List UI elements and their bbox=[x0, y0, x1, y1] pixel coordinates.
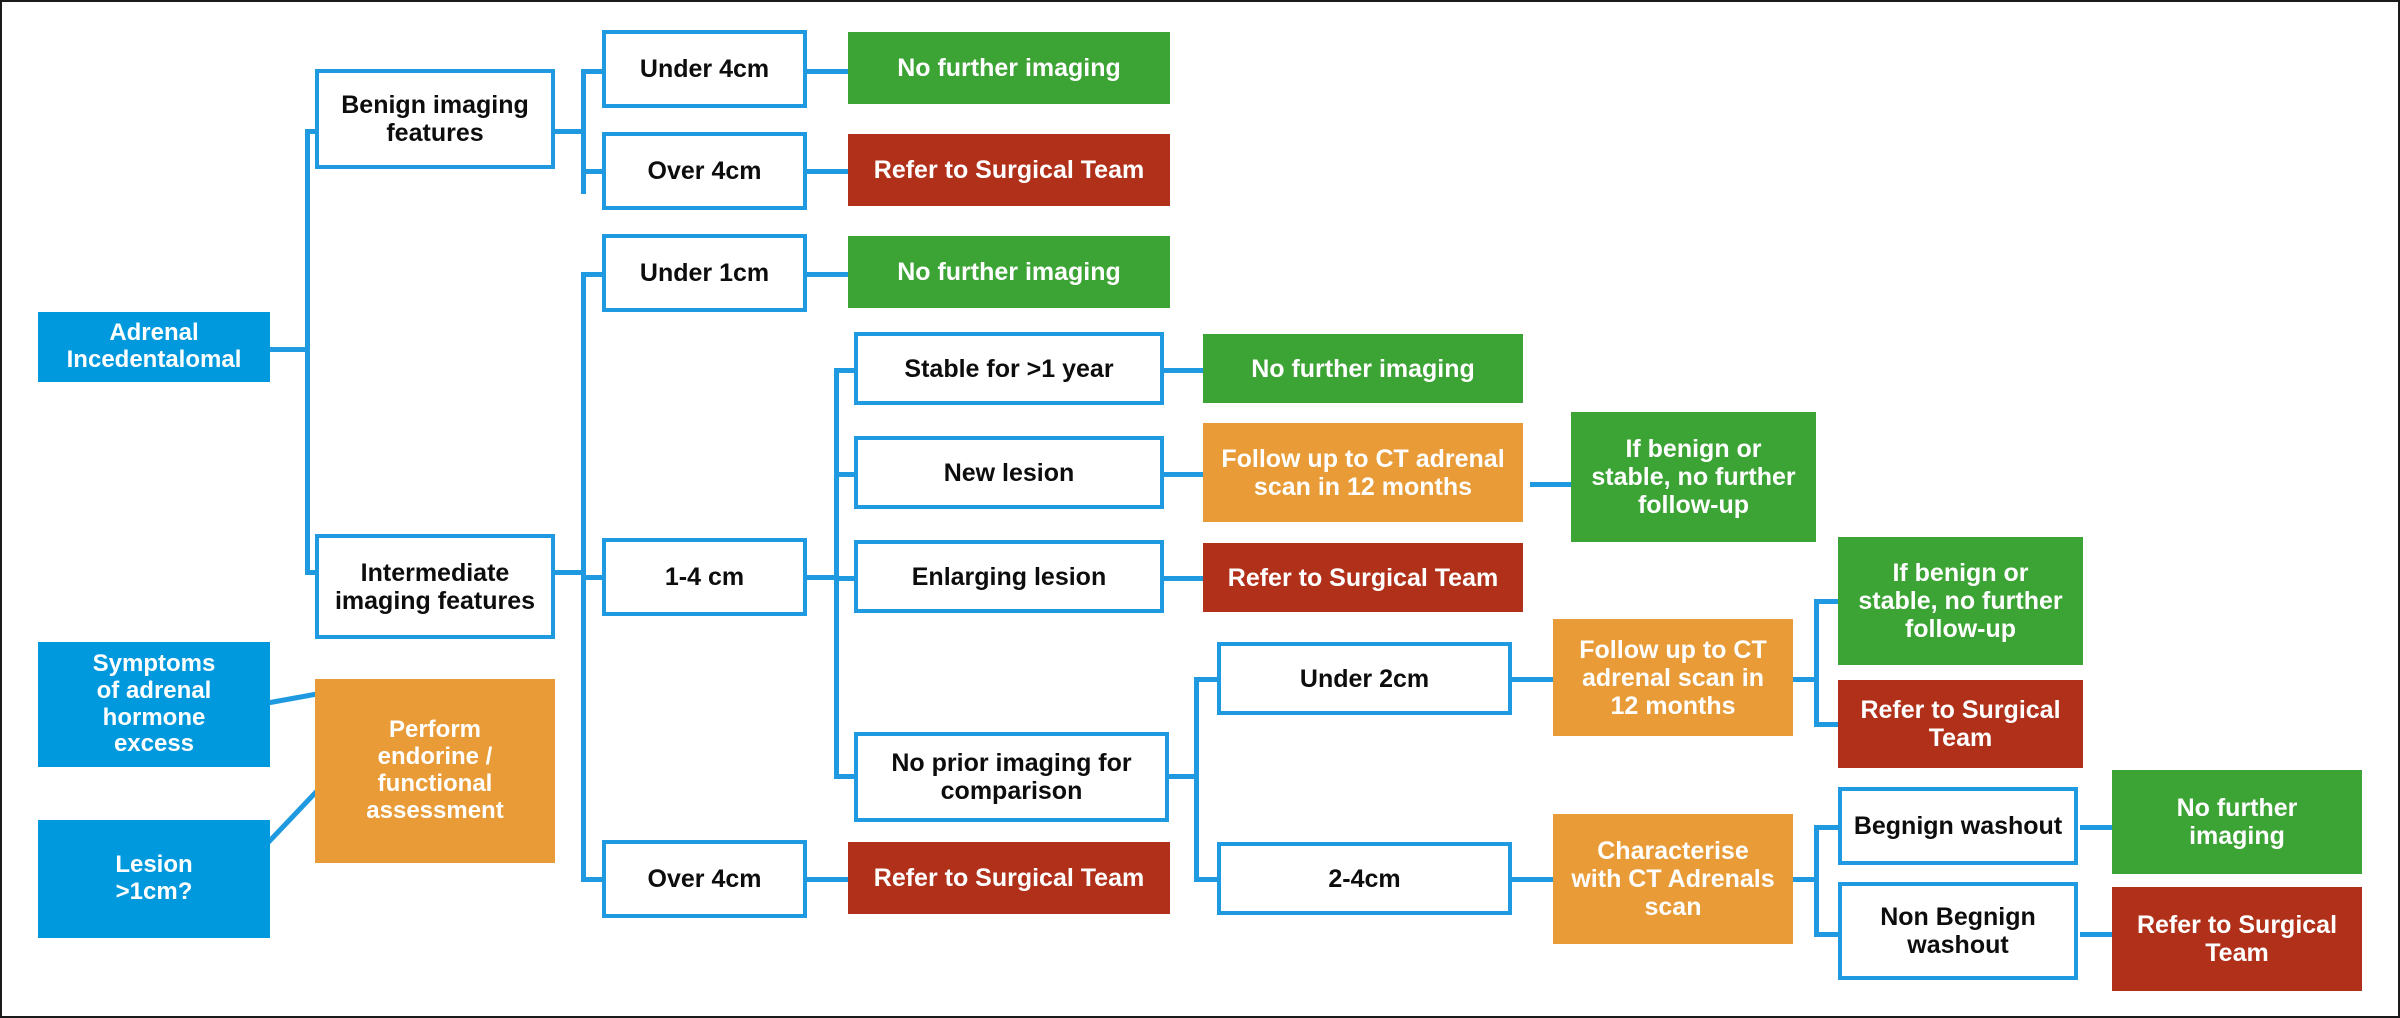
connector-followup2-trunk bbox=[1814, 599, 1819, 727]
connector-benign-under4 bbox=[581, 69, 607, 74]
node-symptoms-adrenal-hormone-excess[interactable]: Symptoms of adrenal hormone excess bbox=[38, 642, 270, 767]
node-no-further-imaging-3[interactable]: No further imaging bbox=[1203, 334, 1523, 403]
connector-characterise-out bbox=[1791, 877, 1817, 882]
connector-newlesion-followup bbox=[1164, 472, 1204, 477]
connector-1to4-new bbox=[834, 472, 856, 477]
node-over-4cm-intermediate[interactable]: Over 4cm bbox=[602, 840, 807, 918]
node-follow-up-ct-12-months-1[interactable]: Follow up to CT adrenal scan in 12 month… bbox=[1203, 423, 1523, 522]
connector-nonbegnign-refer bbox=[2080, 932, 2112, 937]
connector-under2-followup bbox=[1512, 677, 1554, 682]
node-stable-for-over-1-year[interactable]: Stable for >1 year bbox=[854, 332, 1164, 405]
connector-under4-nofurther bbox=[807, 69, 849, 74]
connector-benign-trunk bbox=[581, 69, 586, 194]
connector-characterise-nonbegnign bbox=[1814, 932, 1840, 937]
connector-over4-refer bbox=[807, 169, 849, 174]
connector-followup2-ifbenign bbox=[1814, 599, 1840, 604]
connector-followup1-ifbenign bbox=[1530, 482, 1572, 487]
connector-1to4-out bbox=[807, 575, 839, 580]
node-characterise-with-ct-adrenals[interactable]: Characterise with CT Adrenals scan bbox=[1553, 814, 1793, 944]
connector-1to4-enlarging bbox=[834, 576, 856, 581]
connector-benign-over4 bbox=[581, 169, 607, 174]
node-enlarging-lesion[interactable]: Enlarging lesion bbox=[854, 540, 1164, 613]
node-no-further-imaging-4[interactable]: No further imaging bbox=[2112, 770, 2362, 874]
node-if-benign-or-stable-1[interactable]: If benign or stable, no further follow-u… bbox=[1571, 412, 1816, 542]
connector-2to4-characterise bbox=[1512, 877, 1554, 882]
connector-begnign-nofurther bbox=[2080, 825, 2112, 830]
node-refer-to-surgical-team-1[interactable]: Refer to Surgical Team bbox=[848, 134, 1170, 206]
node-no-prior-imaging-for-comparison[interactable]: No prior imaging for comparison bbox=[854, 732, 1169, 822]
node-benign-imaging-features[interactable]: Benign imaging features bbox=[315, 69, 555, 169]
node-under-1cm[interactable]: Under 1cm bbox=[602, 234, 807, 312]
node-perform-endocrine-assessment[interactable]: Perform endorine / functional assessment bbox=[315, 679, 555, 863]
node-begnign-washout[interactable]: Begnign washout bbox=[1838, 787, 2078, 865]
connector-1to4-stable bbox=[834, 368, 856, 373]
connector-noprior-under2 bbox=[1194, 677, 1220, 682]
connector-1to4-noprior bbox=[834, 774, 856, 779]
node-new-lesion[interactable]: New lesion bbox=[854, 436, 1164, 509]
node-1-4-cm[interactable]: 1-4 cm bbox=[602, 538, 807, 616]
node-over-4cm-benign[interactable]: Over 4cm bbox=[602, 132, 807, 210]
connector-characterise-trunk bbox=[1814, 825, 1819, 937]
node-non-begnign-washout[interactable]: Non Begnign washout bbox=[1838, 882, 2078, 980]
connector-lesion-perform bbox=[260, 789, 319, 851]
node-adrenal-incedentalomal[interactable]: Adrenal Incedentalomal bbox=[38, 312, 270, 382]
node-no-further-imaging-2[interactable]: No further imaging bbox=[848, 236, 1170, 308]
connector-followup2-out bbox=[1791, 677, 1817, 682]
node-under-4cm[interactable]: Under 4cm bbox=[602, 30, 807, 108]
connector-noprior-trunk bbox=[1194, 677, 1199, 877]
connector-intermediate-over4 bbox=[581, 877, 607, 882]
node-refer-to-surgical-team-2[interactable]: Refer to Surgical Team bbox=[1838, 680, 2083, 768]
node-refer-to-surgical-team-3[interactable]: Refer to Surgical Team bbox=[2112, 887, 2362, 991]
connector-1to4-trunk bbox=[834, 368, 839, 774]
connector-intermediate-1to4 bbox=[581, 575, 607, 580]
connector-stable-nofurther bbox=[1164, 368, 1204, 373]
connector-symptoms-perform bbox=[261, 691, 318, 707]
node-lesion-over-1cm[interactable]: Lesion >1cm? bbox=[38, 820, 270, 938]
connector-under1-nofurther bbox=[807, 272, 849, 277]
node-refer-to-surgical-team-enlarging[interactable]: Refer to Surgical Team bbox=[1203, 543, 1523, 612]
connector-benign-out bbox=[554, 129, 586, 134]
node-under-2cm[interactable]: Under 2cm bbox=[1217, 642, 1512, 715]
node-2-4cm[interactable]: 2-4cm bbox=[1217, 842, 1512, 915]
node-intermediate-imaging-features[interactable]: Intermediate imaging features bbox=[315, 534, 555, 639]
connector-noprior-2to4 bbox=[1194, 877, 1220, 882]
connector-intermediate-out bbox=[554, 570, 586, 575]
connector-enlarging-refer bbox=[1164, 576, 1204, 581]
connector-root-out bbox=[270, 347, 310, 352]
connector-over4int-refer bbox=[807, 877, 849, 882]
connector-characterise-begnign bbox=[1814, 825, 1840, 830]
connector-root-trunk bbox=[305, 129, 310, 575]
connector-noprior-out bbox=[1169, 774, 1199, 779]
node-follow-up-ct-12-months-2[interactable]: Follow up to CT adrenal scan in 12 month… bbox=[1553, 619, 1793, 736]
node-no-further-imaging-1[interactable]: No further imaging bbox=[848, 32, 1170, 104]
connector-intermediate-under1 bbox=[581, 272, 607, 277]
connector-followup2-refer bbox=[1814, 722, 1840, 727]
node-if-benign-or-stable-2[interactable]: If benign or stable, no further follow-u… bbox=[1838, 537, 2083, 665]
node-refer-to-surgical-team-over4cm[interactable]: Refer to Surgical Team bbox=[848, 842, 1170, 914]
